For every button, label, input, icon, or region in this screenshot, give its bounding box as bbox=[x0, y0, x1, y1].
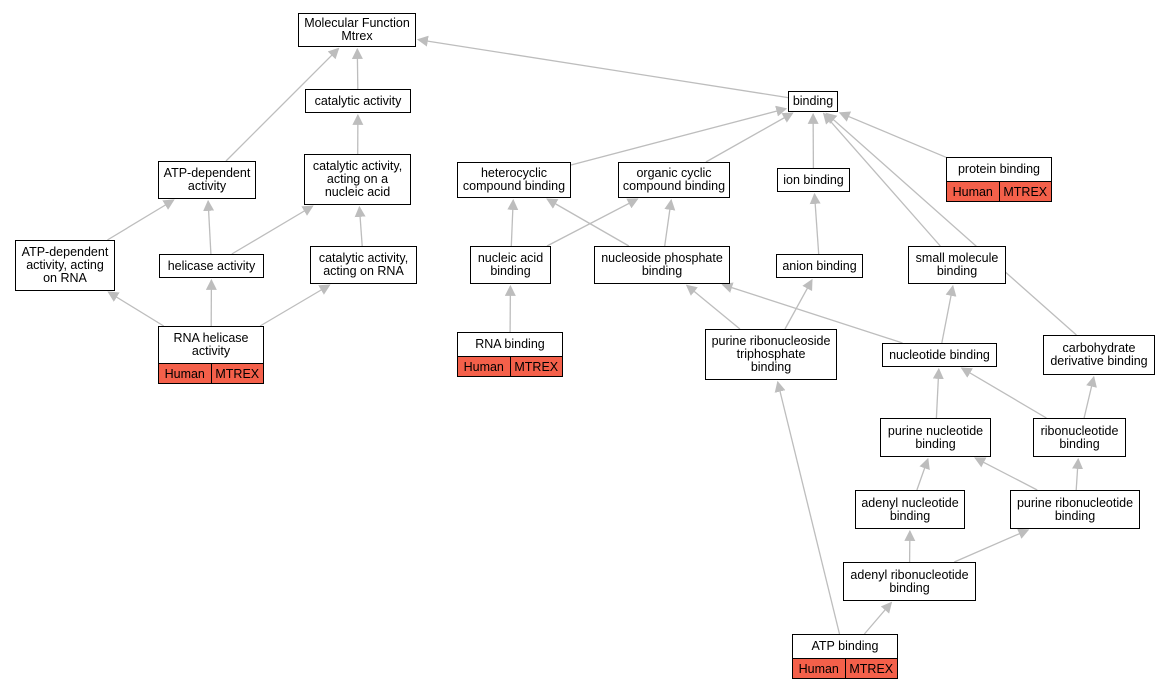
node-label: nucleic acid binding bbox=[477, 251, 544, 278]
node-label: ribonucleotide binding bbox=[1040, 423, 1119, 451]
node-label: carbohydrate derivative binding bbox=[1050, 341, 1148, 368]
node-purine-ribonucleoside-triphosphate-binding[interactable]: purine ribonucleoside triphosphate bindi… bbox=[705, 329, 837, 380]
edge-purine-nucleotide-binding-to-nucleotide-binding bbox=[932, 367, 944, 419]
edge-ribonucleotide-binding-to-carbohydrate-derivative-binding bbox=[1083, 375, 1097, 419]
node-label: protein binding bbox=[957, 162, 1040, 176]
node-purine-ribonucleotide-binding[interactable]: purine ribonucleotide binding bbox=[1010, 490, 1140, 529]
annotation-row: Human MTREX bbox=[159, 363, 263, 383]
node-label: ATP binding bbox=[811, 639, 879, 653]
node-heterocyclic-compound-binding[interactable]: heterocyclic compound binding bbox=[457, 162, 571, 198]
annotation-gene: MTREX bbox=[844, 659, 897, 678]
node-protein-binding[interactable]: protein binding Human MTREX bbox=[946, 157, 1052, 202]
node-label: helicase activity bbox=[167, 258, 256, 273]
edge-organic-cyclic-compound-binding-to-binding bbox=[705, 112, 794, 163]
node-label: purine ribonucleoside triphosphate bindi… bbox=[711, 334, 831, 374]
node-organic-cyclic-compound-binding[interactable]: organic cyclic compound binding bbox=[618, 162, 730, 198]
node-label: ion binding bbox=[783, 172, 844, 187]
edge-rna-helicase-activity-to-atp-dependent-activity-rna bbox=[107, 291, 165, 327]
edge-purine-ribonucleoside-triphosphate-binding-to-nucleoside-phosphate-binding bbox=[685, 284, 741, 330]
edge-helicase-activity-to-catalytic-activity-nucleic-acid bbox=[231, 205, 314, 255]
edge-adenyl-ribonucleotide-binding-to-purine-ribonucleotide-binding bbox=[954, 528, 1030, 563]
edge-purine-ribonucleotide-binding-to-ribonucleotide-binding bbox=[1072, 457, 1084, 491]
edge-nucleotide-binding-to-nucleoside-phosphate-binding bbox=[721, 282, 903, 344]
node-nucleic-acid-binding[interactable]: nucleic acid binding bbox=[470, 246, 551, 284]
edge-atp-binding-to-purine-ribonucleoside-triphosphate-binding bbox=[774, 380, 841, 635]
edge-catalytic-activity-rna-to-catalytic-activity-nucleic-acid bbox=[354, 205, 366, 247]
node-label: heterocyclic compound binding bbox=[462, 166, 566, 193]
annotation-gene: MTREX bbox=[210, 364, 263, 383]
node-catalytic-activity[interactable]: catalytic activity bbox=[305, 89, 411, 113]
node-rna-helicase-activity[interactable]: RNA helicase activity Human MTREX bbox=[158, 326, 264, 384]
edge-purine-ribonucleotide-binding-to-purine-nucleotide-binding bbox=[974, 457, 1038, 491]
node-label: RNA binding bbox=[475, 337, 545, 351]
node-adenyl-ribonucleotide-binding[interactable]: adenyl ribonucleotide binding bbox=[843, 562, 976, 601]
node-adenyl-nucleotide-binding[interactable]: adenyl nucleotide binding bbox=[855, 490, 965, 529]
node-catalytic-activity-rna[interactable]: catalytic activity, acting on RNA bbox=[310, 246, 417, 284]
node-label: organic cyclic compound binding bbox=[622, 166, 726, 193]
node-label: catalytic activity, acting on a nucleic … bbox=[312, 159, 403, 199]
node-anion-binding[interactable]: anion binding bbox=[776, 254, 863, 278]
node-nucleotide-binding[interactable]: nucleotide binding bbox=[882, 343, 997, 367]
node-binding[interactable]: binding bbox=[788, 91, 838, 112]
node-label: adenyl ribonucleotide binding bbox=[850, 567, 969, 595]
node-carbohydrate-derivative-binding[interactable]: carbohydrate derivative binding bbox=[1043, 335, 1155, 375]
node-label: catalytic activity bbox=[314, 93, 402, 108]
annotation-species: Human bbox=[793, 659, 845, 678]
edge-anion-binding-to-ion-binding bbox=[809, 192, 821, 255]
edge-adenyl-nucleotide-binding-to-purine-nucleotide-binding bbox=[916, 457, 930, 491]
edge-rna-helicase-activity-to-catalytic-activity-rna bbox=[259, 284, 331, 327]
edge-purine-ribonucleoside-triphosphate-binding-to-anion-binding bbox=[784, 278, 813, 330]
node-atp-dependent-activity-rna[interactable]: ATP-dependent activity, acting on RNA bbox=[15, 240, 115, 291]
edge-small-molecule-binding-to-binding bbox=[822, 112, 941, 247]
node-rna-binding[interactable]: RNA binding Human MTREX bbox=[457, 332, 563, 377]
edge-catalytic-activity-to-molecular-function bbox=[351, 47, 363, 90]
edge-carbohydrate-derivative-binding-to-binding bbox=[825, 112, 1077, 336]
node-helicase-activity[interactable]: helicase activity bbox=[159, 254, 264, 278]
node-label: purine nucleotide binding bbox=[887, 423, 984, 451]
annotation-gene: MTREX bbox=[509, 357, 562, 376]
node-purine-nucleotide-binding[interactable]: purine nucleotide binding bbox=[880, 418, 991, 457]
edge-nucleic-acid-binding-to-organic-cyclic-compound-binding bbox=[546, 198, 639, 247]
edge-atp-dependent-activity-to-molecular-function bbox=[225, 47, 340, 162]
node-label: anion binding bbox=[782, 258, 857, 273]
node-label: catalytic activity, acting on RNA bbox=[318, 251, 409, 278]
node-small-molecule-binding[interactable]: small molecule binding bbox=[908, 246, 1006, 284]
node-atp-binding[interactable]: ATP binding Human MTREX bbox=[792, 634, 898, 679]
edge-binding-to-molecular-function bbox=[416, 35, 789, 99]
node-molecular-function[interactable]: Molecular Function Mtrex bbox=[298, 13, 416, 47]
annotation-row: Human MTREX bbox=[793, 658, 897, 678]
node-nucleoside-phosphate-binding[interactable]: nucleoside phosphate binding bbox=[594, 246, 730, 284]
annotation-row: Human MTREX bbox=[458, 356, 562, 376]
annotation-gene: MTREX bbox=[998, 182, 1051, 201]
node-label: Molecular Function Mtrex bbox=[304, 16, 410, 43]
node-label: purine ribonucleotide binding bbox=[1016, 495, 1134, 523]
node-label: nucleoside phosphate binding bbox=[601, 251, 723, 278]
edge-atp-dependent-activity-rna-to-atp-dependent-activity bbox=[107, 199, 175, 241]
node-catalytic-activity-nucleic-acid[interactable]: catalytic activity, acting on a nucleic … bbox=[304, 154, 411, 205]
node-label: ATP-dependent activity, acting on RNA bbox=[21, 245, 109, 285]
edge-heterocyclic-compound-binding-to-binding bbox=[570, 105, 788, 166]
node-label: binding bbox=[792, 94, 834, 108]
node-atp-dependent-activity[interactable]: ATP-dependent activity bbox=[158, 161, 256, 199]
edge-nucleoside-phosphate-binding-to-organic-cyclic-compound-binding bbox=[664, 198, 676, 247]
edge-nucleoside-phosphate-binding-to-heterocyclic-compound-binding bbox=[546, 198, 630, 247]
edge-nucleotide-binding-to-small-molecule-binding bbox=[941, 284, 957, 344]
node-label: RNA helicase activity bbox=[173, 331, 249, 358]
annotation-species: Human bbox=[947, 182, 999, 201]
node-ion-binding[interactable]: ion binding bbox=[777, 168, 850, 192]
edge-nucleic-acid-binding-to-heterocyclic-compound-binding bbox=[507, 198, 519, 247]
node-label: nucleotide binding bbox=[889, 347, 990, 362]
node-label: adenyl nucleotide binding bbox=[861, 495, 959, 523]
edge-protein-binding-to-binding bbox=[838, 111, 947, 158]
node-label: ATP-dependent activity bbox=[163, 166, 251, 193]
node-label: small molecule binding bbox=[915, 251, 999, 278]
node-ribonucleotide-binding[interactable]: ribonucleotide binding bbox=[1033, 418, 1126, 457]
edge-atp-binding-to-adenyl-ribonucleotide-binding bbox=[863, 601, 893, 635]
edge-ribonucleotide-binding-to-nucleotide-binding bbox=[960, 367, 1047, 419]
annotation-species: Human bbox=[458, 357, 510, 376]
annotation-row: Human MTREX bbox=[947, 181, 1051, 201]
edge-helicase-activity-to-atp-dependent-activity bbox=[203, 199, 215, 255]
annotation-species: Human bbox=[159, 364, 211, 383]
